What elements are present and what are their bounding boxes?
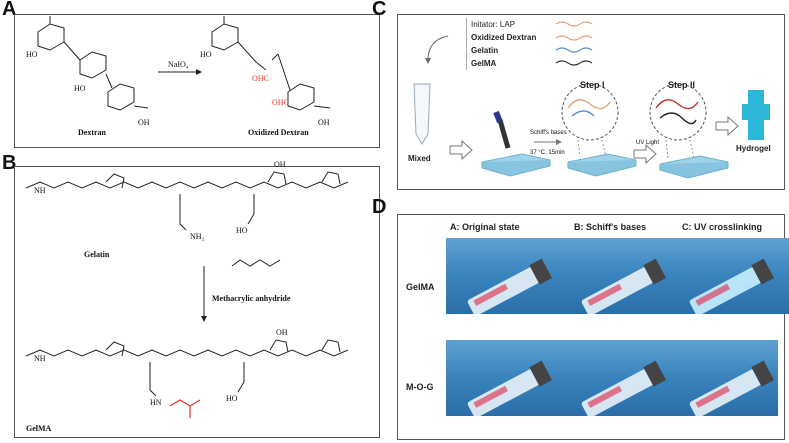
nh-label-b1: NH — [34, 186, 46, 195]
legend: Initator: LAP Oxidized Dextran Gelatin G… — [466, 18, 536, 70]
photo-mog-schiff — [560, 340, 676, 416]
photo-gelma-uv — [674, 238, 789, 314]
nh-label-b3: NH — [34, 354, 46, 363]
nh-label-b2: NH₂ — [190, 232, 205, 241]
column-schiff-bases: B: Schiff's bases — [574, 222, 647, 232]
photo-mog-original — [446, 340, 562, 416]
mixed-label: Mixed — [408, 154, 431, 163]
oh-label-b2: OH — [276, 328, 288, 337]
column-original-state: A: Original state — [450, 222, 520, 232]
oh-label-a5: OH — [318, 118, 330, 127]
aldehyde-label-2: OHC — [272, 98, 289, 107]
photo-gelma-schiff — [560, 238, 676, 314]
legend-item-oxidized-dextran: Oxidized Dextran — [471, 33, 537, 42]
oxidized-dextran-label: Oxidized Dextran — [248, 128, 309, 137]
gelma-label: GelMA — [26, 424, 52, 433]
reagent-label: NaIO₄ — [168, 60, 189, 69]
oh-label-a3: OH — [138, 118, 150, 127]
panel-b-letter: B — [2, 152, 17, 174]
photo-gelma-original — [446, 238, 562, 314]
legend-item-lap: Initator: LAP — [471, 20, 516, 29]
oh-label-a2: HO — [74, 84, 86, 93]
gelatin-label: Gelatin — [84, 250, 110, 259]
row-gelma: GelMA — [406, 282, 435, 292]
uv-light-label: UV Light — [636, 140, 660, 146]
step-2-label: Step II — [668, 80, 696, 90]
panel-a-box — [14, 14, 380, 148]
legend-item-gelma: GelMA — [471, 59, 497, 68]
ho-label-b2: HO — [226, 394, 238, 403]
oh-label-a1: HO — [26, 50, 38, 59]
row-m-o-g: M-O-G — [406, 382, 434, 392]
condition-label: 37 °C, 15min — [530, 150, 565, 156]
column-uv-crosslinking: C: UV crosslinking — [682, 222, 763, 232]
oh-label-a4: HO — [200, 50, 212, 59]
panel-c-box — [397, 14, 785, 190]
panel-a-letter: A — [2, 0, 17, 20]
photo-mog-uv — [674, 340, 778, 416]
step-1-label: Step I — [580, 80, 605, 90]
schiff-bases-label: Schiff's bases — [530, 130, 567, 136]
ho-label-b1: HO — [236, 226, 248, 235]
methacrylic-anhydride-label: Methacrylic anhydride — [212, 294, 291, 303]
hn-label-b: HN — [150, 398, 162, 407]
legend-item-gelatin: Gelatin — [471, 46, 499, 55]
panel-b-box — [14, 166, 380, 438]
panel-c-letter: C — [372, 0, 387, 20]
dextran-label: Dextran — [78, 128, 106, 137]
oh-label-b1: OH — [274, 160, 286, 169]
hydrogel-label: Hydrogel — [736, 144, 771, 153]
aldehyde-label-1: OHC — [252, 74, 269, 83]
panel-d-letter: D — [372, 196, 387, 218]
